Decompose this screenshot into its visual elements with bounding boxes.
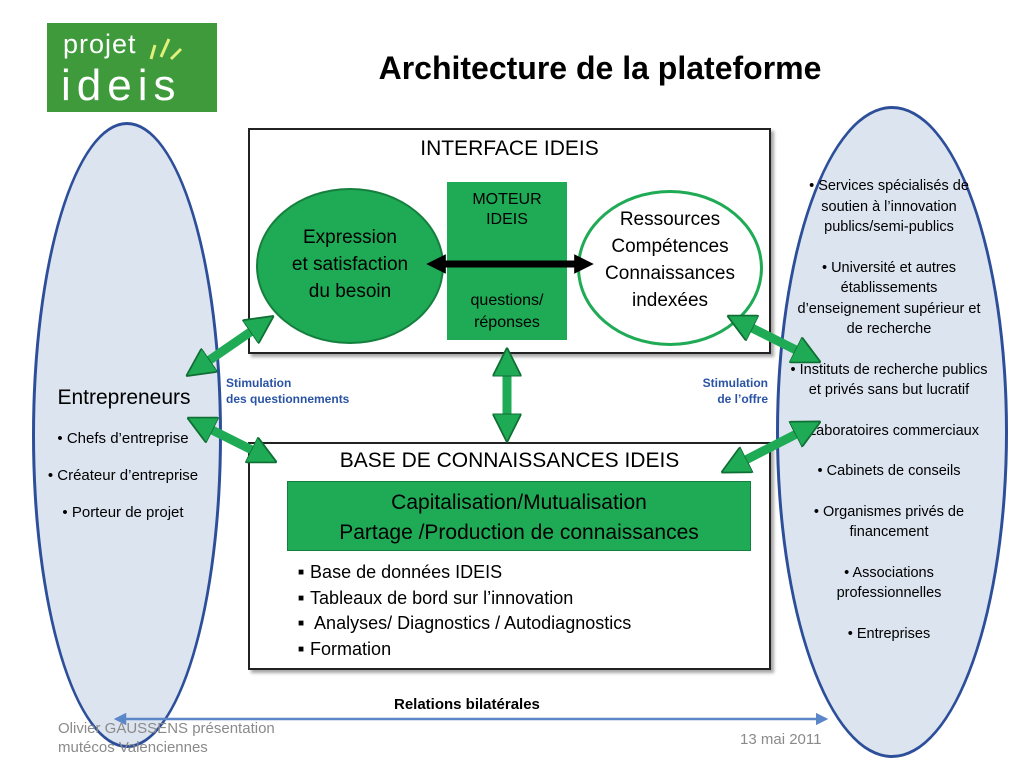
moteur-subtitle: questions/ réponses	[470, 292, 544, 331]
expression-text: Expression et satisfaction du besoin	[291, 227, 409, 302]
list-item: • Cabinets de conseils	[817, 463, 961, 479]
list-item: • Instituts de recherche publics et priv…	[790, 361, 988, 399]
entrepreneurs-list: • Chefs d’entreprise • Créateur d’entrep…	[30, 430, 216, 541]
arrow-organisations-base	[734, 428, 808, 466]
square-bullet-icon: ■	[298, 618, 305, 629]
list-item: • Services spécialisés de soutien à l’in…	[809, 178, 969, 235]
list-item: • Chefs d’entreprise	[57, 430, 189, 447]
list-item: • Porteur de projet	[62, 504, 184, 521]
list-item: • Créateur d’entreprise	[47, 467, 199, 484]
square-bullet-icon: ■	[298, 643, 305, 655]
logo-text-projet: projet	[63, 29, 137, 59]
list-item: ■Formation	[298, 638, 392, 659]
list-item: • Entreprises	[847, 625, 931, 642]
footer-author: Olivier GAUSSENS présentation mutécos Va…	[58, 720, 275, 756]
relations-bilaterales-label: Relations bilatérales	[394, 696, 540, 713]
list-item: • Associations professionnelles	[836, 564, 942, 602]
ressources-text: Ressources Compétences Connaissances ind…	[605, 209, 735, 311]
arrow-entrepreneurs-base	[200, 424, 264, 456]
list-item: ■Tableaux de bord sur l’innovation	[298, 587, 574, 608]
stimulation-offre-label: Stimulation de l’offre	[702, 376, 768, 406]
list-item: • Université et autres établissements d’…	[797, 259, 981, 338]
slide-title: Architecture de la plateforme	[378, 50, 822, 86]
moteur-title: MOTEUR IDEIS	[472, 191, 542, 228]
square-bullet-icon: ■	[298, 567, 305, 578]
organisations-list: • Services spécialisés de soutien à l’in…	[790, 176, 988, 664]
ideis-logo: projet ideis	[47, 23, 217, 112]
list-item: ■ Analyses/ Diagnostics / Autodiagnostic…	[298, 613, 632, 633]
arrow-ressources-organisations	[740, 322, 808, 356]
list-item: • Laboratoires commerciaux	[799, 422, 979, 439]
arrow-expression-entrepreneurs	[198, 324, 262, 368]
base-title: BASE DE CONNAISSANCES IDEIS	[339, 449, 680, 472]
square-bullet-icon: ■	[298, 592, 305, 604]
base-box	[248, 442, 771, 670]
logo-text-ideis: ideis	[61, 61, 182, 110]
expression-circle	[256, 188, 444, 344]
entrepreneurs-title: Entrepreneurs	[57, 386, 191, 409]
capitalisation-text: Capitalisation/Mutualisation Partage /Pr…	[339, 491, 699, 544]
stimulation-questionnements-label: Stimulation des questionnements	[226, 376, 350, 406]
capitalisation-box	[287, 481, 751, 551]
footer-date: 13 mai 2011	[740, 731, 822, 748]
sprout-icon	[149, 38, 183, 61]
list-item: ■Base de données IDEIS	[298, 562, 503, 582]
interface-title: INTERFACE IDEIS	[420, 137, 599, 160]
base-list: ■Base de données IDEIS ■Tableaux de bord…	[298, 560, 631, 662]
list-item: • Organismes privés de financement	[813, 503, 965, 541]
